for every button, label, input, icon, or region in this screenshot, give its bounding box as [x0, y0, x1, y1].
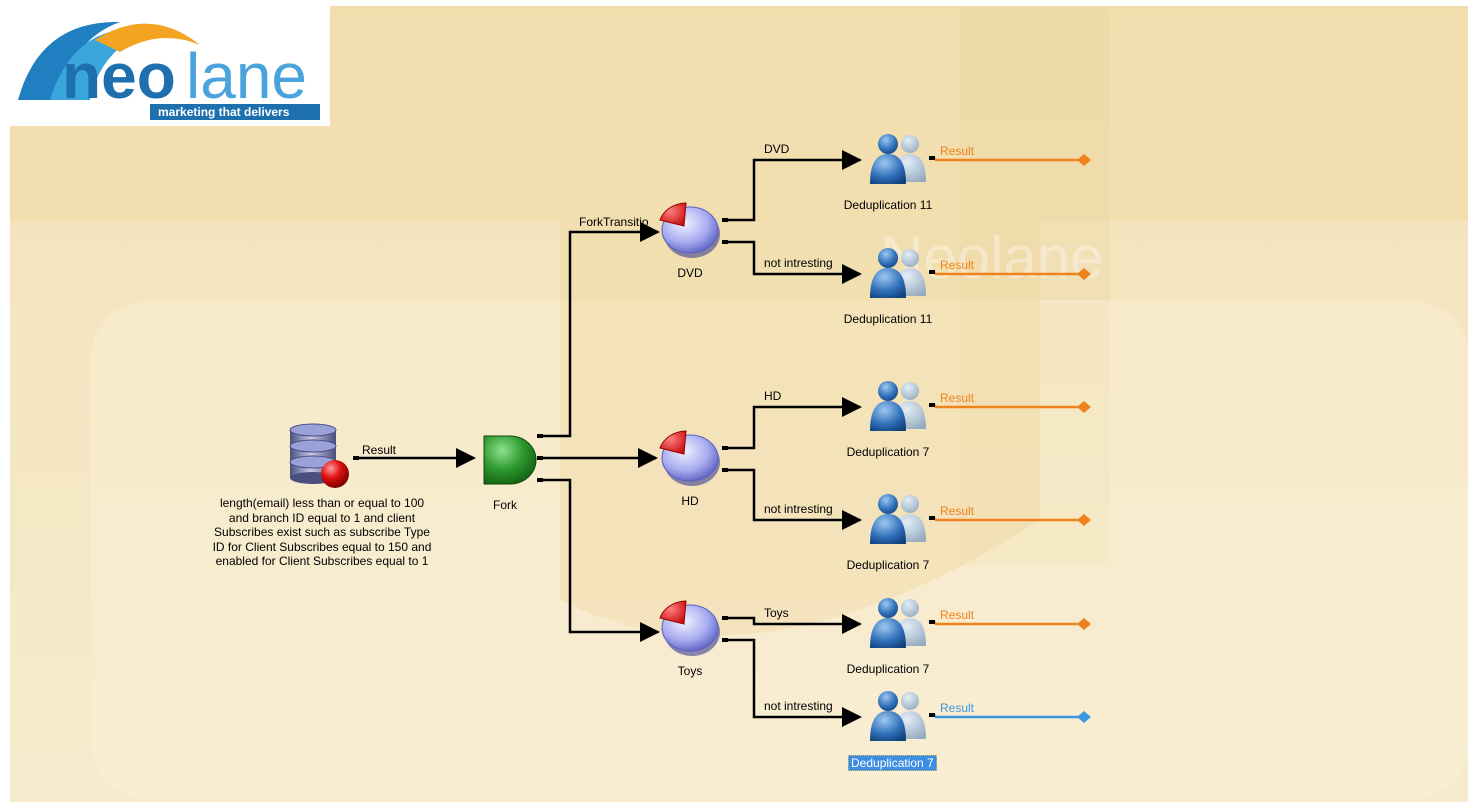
- result-end-marker[interactable]: [1077, 401, 1091, 413]
- deduplication-icon: [870, 598, 926, 648]
- deduplication-icon: [870, 494, 926, 544]
- dedup-out-port[interactable]: [929, 403, 935, 407]
- edge-fork-toys: [542, 478, 660, 642]
- dedup-out-port[interactable]: [929, 270, 935, 274]
- nodes-layer: [289, 134, 1091, 741]
- result-label: Result: [940, 504, 975, 518]
- deduplication-label: Deduplication 7: [848, 755, 937, 771]
- result-end-marker[interactable]: [1077, 711, 1091, 723]
- query-out-port[interactable]: [353, 456, 359, 460]
- branch-label: not intresting: [764, 256, 833, 270]
- deduplication-label: Deduplication 11: [843, 312, 933, 326]
- split-node-hd[interactable]: [658, 430, 724, 486]
- deduplication-node[interactable]: [866, 379, 930, 433]
- dedup-out-port[interactable]: [929, 516, 935, 520]
- deduplication-label: Deduplication 7: [846, 445, 930, 459]
- deduplication-node[interactable]: [866, 689, 930, 743]
- split-icon: [659, 430, 720, 486]
- dedup-out-port[interactable]: [929, 156, 935, 160]
- logo-neo: neo: [62, 40, 176, 112]
- branch-label: Toys: [764, 606, 789, 620]
- split-node-dvd[interactable]: [658, 202, 724, 258]
- logo-mark: neo lane marketing that delivers: [18, 21, 320, 120]
- result-end-marker[interactable]: [1077, 618, 1091, 630]
- edge-fork-dvd: [542, 222, 660, 438]
- edge-split-branch: [728, 150, 862, 222]
- edge-split-branch: [728, 614, 862, 634]
- fork-icon: [483, 435, 537, 485]
- result-label: Result: [940, 391, 975, 405]
- split-out-port-2[interactable]: [722, 240, 728, 244]
- result-label: Result: [940, 608, 975, 622]
- fork-out-port-2[interactable]: [537, 456, 543, 460]
- query-result-label: Result: [362, 443, 397, 457]
- deduplication-node[interactable]: [866, 246, 930, 300]
- split-node-toys[interactable]: [658, 600, 724, 656]
- split-icon: [659, 600, 720, 656]
- fork-out-port-3[interactable]: [537, 478, 543, 482]
- result-end-marker[interactable]: [1077, 268, 1091, 280]
- deduplication-label: Deduplication 11: [843, 198, 933, 212]
- deduplication-label: Deduplication 7: [846, 662, 930, 676]
- edge-split-branch: [728, 638, 862, 727]
- logo-tagline: marketing that delivers: [158, 105, 290, 119]
- edge-split-branch: [728, 240, 862, 284]
- fork-transition-label: ForkTransitio: [579, 215, 649, 229]
- split-label: Toys: [677, 664, 703, 678]
- split-out-port-1[interactable]: [722, 446, 728, 450]
- query-description: length(email) less than or equal to 100 …: [212, 496, 432, 568]
- fork-out-port-1[interactable]: [537, 434, 543, 438]
- fork-label: Fork: [493, 498, 517, 512]
- result-label: Result: [940, 701, 975, 715]
- dedup-out-port[interactable]: [929, 713, 935, 717]
- dedup-out-port[interactable]: [929, 620, 935, 624]
- deduplication-icon: [870, 134, 926, 184]
- branch-label: HD: [764, 389, 782, 403]
- split-out-port-2[interactable]: [722, 468, 728, 472]
- connections-layer: [358, 150, 1084, 727]
- edge-split-branch: [728, 397, 862, 450]
- split-label: HD: [681, 494, 699, 508]
- query-node[interactable]: [282, 424, 350, 490]
- deduplication-icon: [870, 691, 926, 741]
- deduplication-icon: [870, 381, 926, 431]
- deduplication-icon: [870, 248, 926, 298]
- result-label: Result: [940, 144, 975, 158]
- branch-label: not intresting: [764, 699, 833, 713]
- deduplication-node[interactable]: [866, 596, 930, 650]
- deduplication-node[interactable]: [866, 132, 930, 186]
- branch-label: DVD: [764, 142, 790, 156]
- neolane-logo: neo lane marketing that delivers: [0, 0, 330, 126]
- split-out-port-2[interactable]: [722, 638, 728, 642]
- result-end-marker[interactable]: [1077, 514, 1091, 526]
- split-out-port-1[interactable]: [722, 218, 728, 222]
- result-end-marker[interactable]: [1077, 154, 1091, 166]
- deduplication-label: Deduplication 7: [846, 558, 930, 572]
- split-out-port-1[interactable]: [722, 616, 728, 620]
- deduplication-node[interactable]: [866, 492, 930, 546]
- split-label: DVD: [677, 266, 703, 280]
- logo-lane: lane: [186, 40, 307, 112]
- result-label: Result: [940, 258, 975, 272]
- edge-split-branch: [728, 468, 862, 530]
- query-database-icon: [289, 423, 349, 488]
- branch-label: not intresting: [764, 502, 833, 516]
- fork-node[interactable]: [478, 432, 536, 486]
- split-icon: [659, 202, 720, 258]
